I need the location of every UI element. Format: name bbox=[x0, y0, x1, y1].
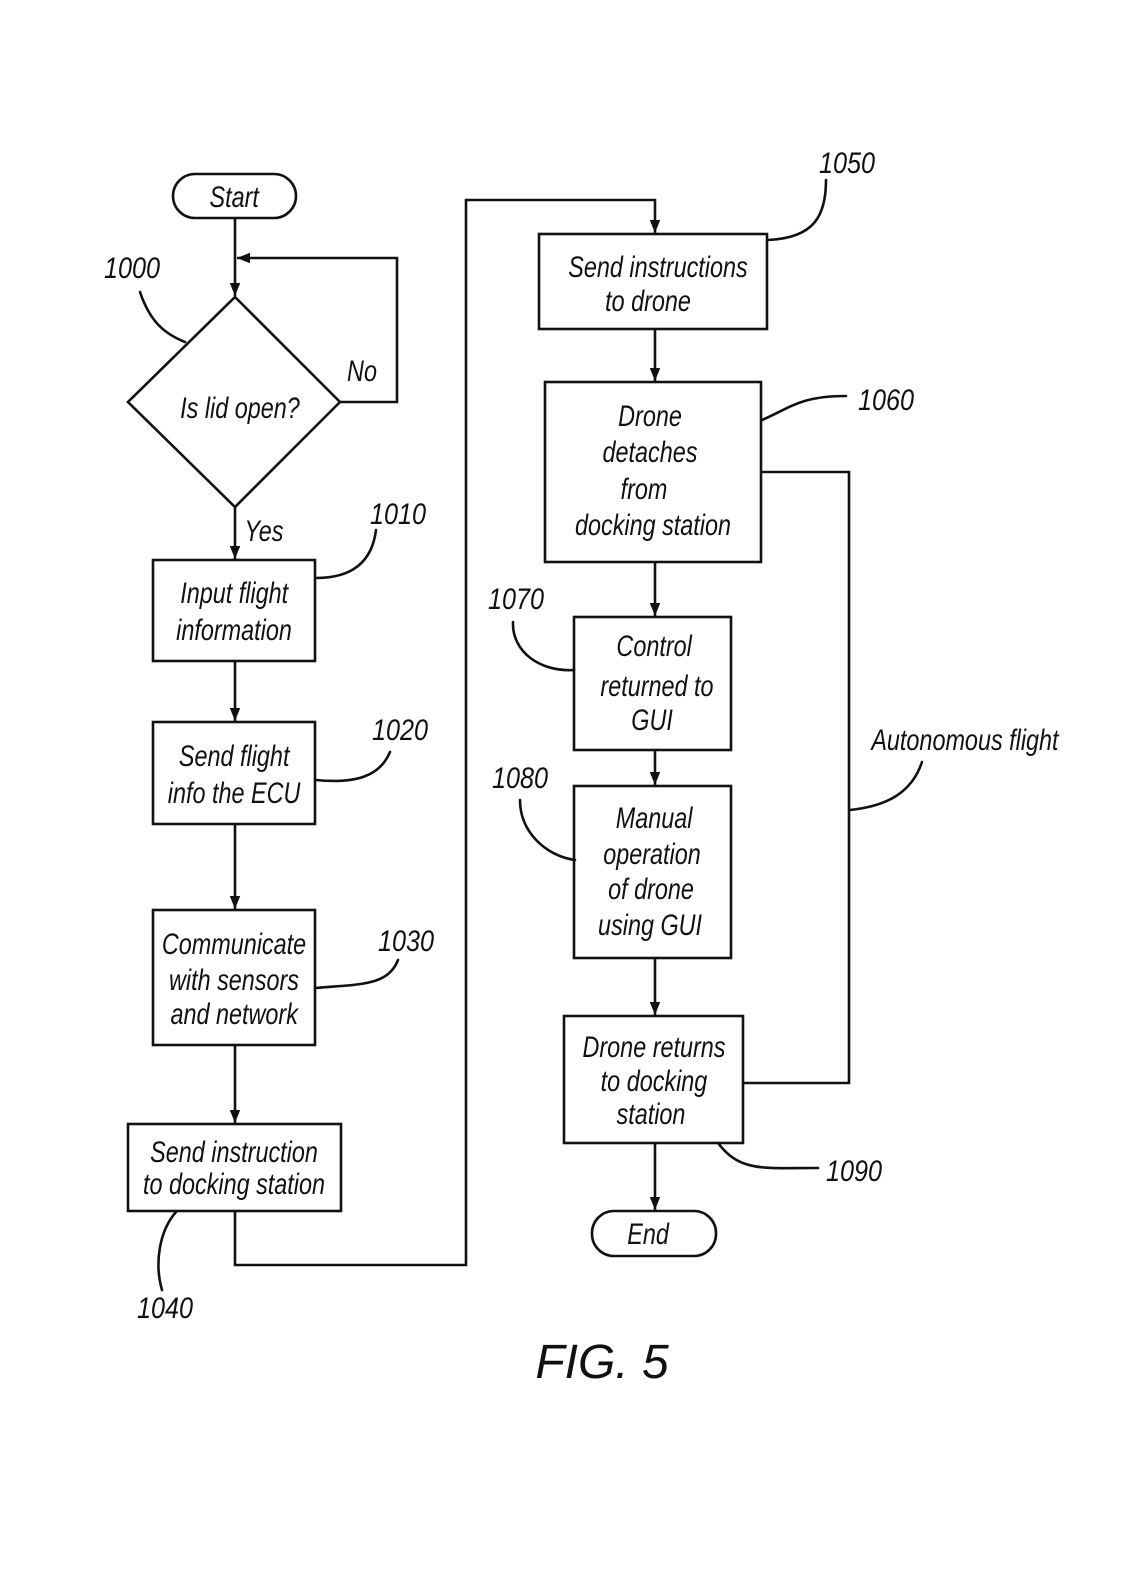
step-1060: Drone detaches from docking station 1060 bbox=[543, 380, 915, 564]
end-shape bbox=[590, 1209, 718, 1258]
ref-number-1070: 1070 bbox=[488, 582, 545, 616]
ref-number-1020: 1020 bbox=[372, 713, 429, 747]
step-1070: Control returned to GUI 1070 bbox=[488, 582, 733, 752]
step-text-line: Send instructions bbox=[568, 250, 747, 283]
step-text-line: detaches bbox=[603, 435, 698, 468]
step-1050: Send instructions to drone 1050 bbox=[537, 146, 876, 331]
decision-question: Is lid open? bbox=[180, 391, 300, 424]
step-box bbox=[562, 1014, 745, 1145]
step-box bbox=[543, 380, 763, 564]
figure-caption: FIG. 5 bbox=[535, 1336, 669, 1389]
step-1080: Manual operation of drone using GUI 1080 bbox=[492, 761, 733, 960]
ref-number-1000: 1000 bbox=[104, 251, 161, 285]
step-1030: Communicate with sensors and network 103… bbox=[151, 908, 435, 1047]
step-text-line: docking station bbox=[575, 508, 731, 541]
branch-leader bbox=[848, 760, 924, 812]
step-box bbox=[572, 784, 733, 960]
ref-leader-1030 bbox=[314, 958, 400, 990]
step-text-line: from bbox=[621, 472, 668, 505]
autonomous-flight-branch: Autonomous flight bbox=[848, 723, 1060, 812]
decision-1000: Is lid open? No Yes 1000 bbox=[104, 251, 377, 548]
step-box bbox=[151, 908, 317, 1047]
arrow-1040-to-1050 bbox=[233, 198, 661, 1267]
ref-leader-1070 bbox=[511, 620, 576, 672]
arrow-no-loop bbox=[237, 252, 399, 404]
ref-leader-1090 bbox=[716, 1141, 820, 1170]
step-text-line: Send flight bbox=[179, 739, 291, 772]
ref-number-1090: 1090 bbox=[826, 1154, 883, 1188]
branch-label: Autonomous flight bbox=[870, 723, 1060, 756]
autonomous-flight-path bbox=[743, 470, 851, 1085]
step-text-line: Input flight bbox=[180, 576, 289, 609]
ref-leader-1020 bbox=[314, 750, 392, 783]
step-box bbox=[126, 1122, 343, 1213]
step-text-line: info the ECU bbox=[168, 776, 301, 809]
step-text-line: to drone bbox=[605, 284, 691, 317]
step-box bbox=[537, 232, 769, 331]
start-label: Start bbox=[209, 180, 260, 213]
step-text-line: Drone returns bbox=[583, 1030, 726, 1063]
step-text-line: Control bbox=[616, 629, 692, 662]
step-text-line: information bbox=[176, 613, 292, 646]
ref-leader-1080 bbox=[518, 798, 577, 862]
step-1040: Send instruction to docking station 1040 bbox=[126, 1122, 343, 1325]
step-text-line: GUI bbox=[631, 703, 673, 736]
ref-number-1010: 1010 bbox=[370, 497, 427, 531]
step-text-line: Drone bbox=[618, 399, 682, 432]
ref-leader-1010 bbox=[314, 528, 378, 580]
end-label: End bbox=[627, 1217, 670, 1250]
step-text-line: using GUI bbox=[598, 908, 702, 941]
ref-number-1050: 1050 bbox=[819, 146, 876, 180]
step-text-line: Communicate bbox=[162, 927, 306, 960]
step-text-line: and network bbox=[170, 997, 299, 1030]
ref-leader-1050 bbox=[766, 178, 828, 242]
step-text-line: to docking station bbox=[143, 1167, 325, 1200]
step-1020: Send flight info the ECU 1020 bbox=[151, 713, 429, 826]
step-text-line: returned to bbox=[600, 669, 713, 702]
step-text-line: operation bbox=[603, 837, 701, 870]
start-shape bbox=[171, 172, 298, 220]
ref-number-1030: 1030 bbox=[378, 924, 435, 958]
step-text-line: with sensors bbox=[169, 963, 299, 996]
decision-no-label: No bbox=[347, 354, 377, 387]
ref-leader-1000 bbox=[138, 290, 187, 344]
decision-yes-label: Yes bbox=[244, 514, 283, 547]
step-1090: Drone returns to docking station 1090 bbox=[562, 1014, 883, 1188]
step-text-line: of drone bbox=[608, 872, 694, 905]
start-terminal: Start bbox=[171, 172, 298, 220]
ref-number-1080: 1080 bbox=[492, 761, 549, 795]
step-1010: Input flight information 1010 bbox=[151, 497, 427, 663]
step-box bbox=[151, 720, 317, 826]
step-text-line: Send instruction bbox=[150, 1135, 318, 1168]
step-text-line: Manual bbox=[616, 801, 694, 834]
decision-diamond bbox=[126, 295, 342, 509]
step-text-line: to docking bbox=[601, 1064, 708, 1097]
ref-leader-1040 bbox=[157, 1210, 178, 1292]
step-box bbox=[572, 615, 733, 752]
end-terminal: End bbox=[590, 1209, 718, 1258]
step-box bbox=[151, 558, 317, 663]
ref-number-1060: 1060 bbox=[858, 383, 915, 417]
connectors bbox=[229, 198, 851, 1267]
ref-number-1040: 1040 bbox=[137, 1291, 194, 1325]
ref-leader-1060 bbox=[760, 394, 848, 422]
step-text-line: station bbox=[617, 1097, 686, 1130]
